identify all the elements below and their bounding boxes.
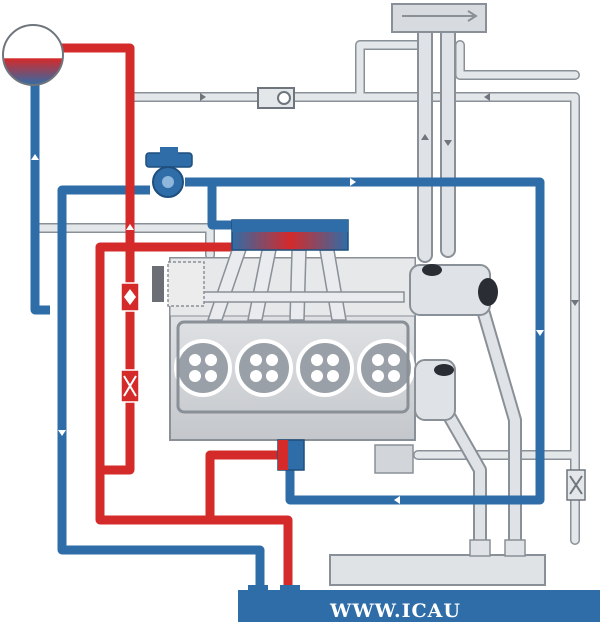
radiator bbox=[329, 539, 546, 586]
expansion-tank-icon bbox=[2, 24, 64, 86]
hot-pipes bbox=[60, 43, 293, 590]
heater-core bbox=[391, 3, 487, 33]
restrictor-grey-icon bbox=[566, 469, 586, 501]
restrictor-icon bbox=[120, 369, 140, 403]
water-pump-icon bbox=[152, 166, 184, 198]
control-valve-icon bbox=[257, 87, 295, 109]
watermark-text: WWW.ICAU bbox=[330, 600, 461, 622]
flow-arrows bbox=[31, 154, 544, 504]
check-valve-icon bbox=[120, 282, 140, 312]
block-outlet bbox=[277, 439, 305, 471]
cylinder-head bbox=[231, 219, 349, 251]
cylinder-bores bbox=[174, 339, 415, 397]
bottom-heat-exchanger bbox=[238, 585, 600, 622]
engine-block bbox=[152, 249, 416, 474]
thermostat-icon bbox=[145, 147, 193, 168]
heater-valve-assembly bbox=[409, 264, 498, 421]
